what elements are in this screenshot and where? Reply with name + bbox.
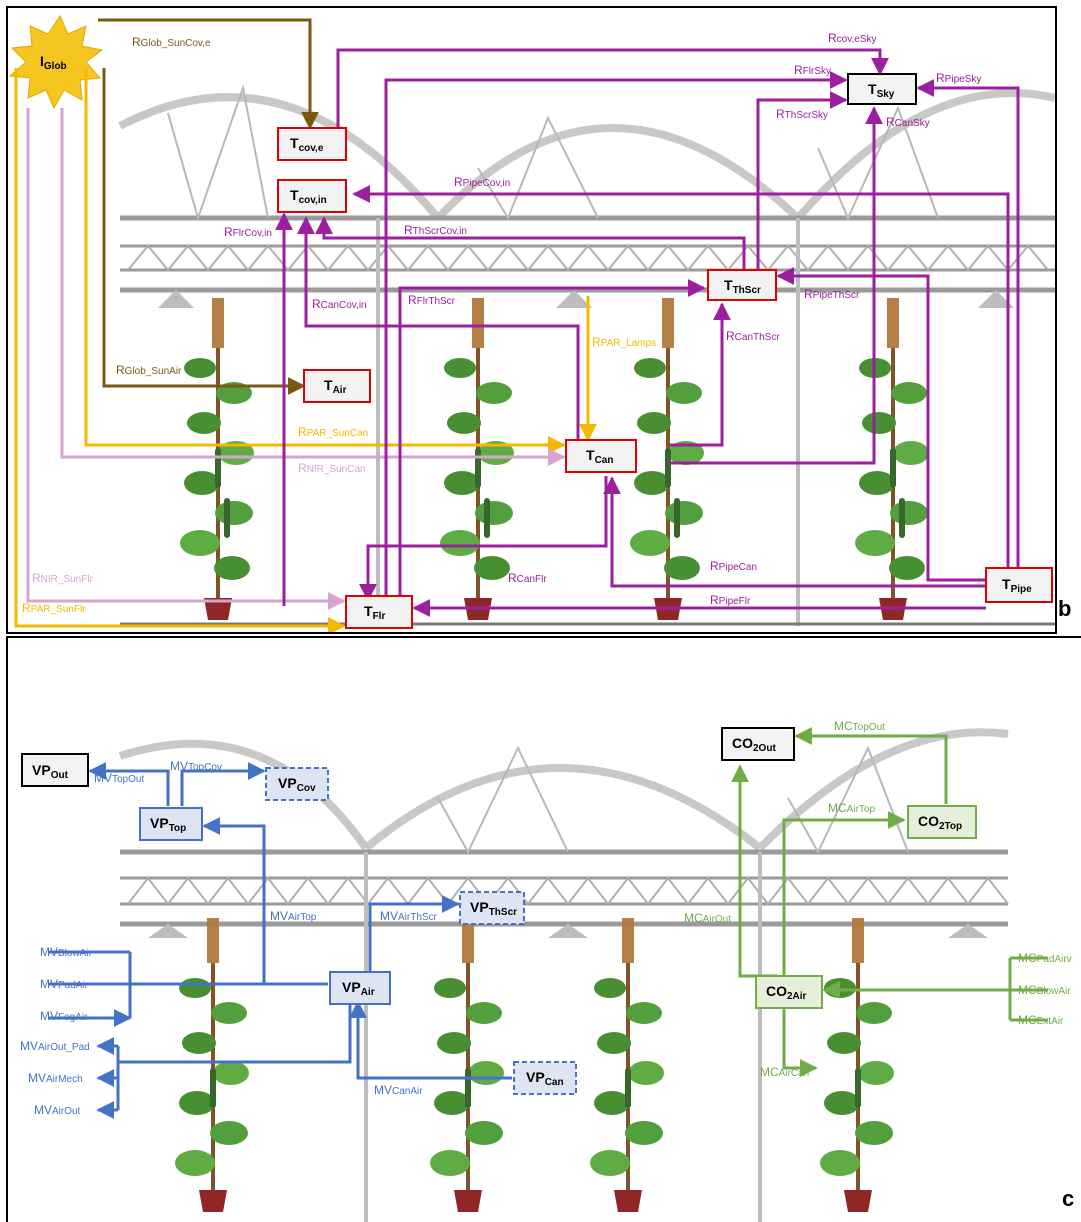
label-rcansky: RCanSky — [886, 115, 930, 129]
label-rcov-esky: Rcov,eSky — [828, 31, 877, 45]
label-rpar-lamps: RPAR_Lamps — [592, 335, 656, 349]
node-vpair: VPAir — [330, 972, 390, 1004]
label-rcancov-in: RCanCov,in — [312, 297, 367, 311]
label-rpipeflr: RPipeFlr — [710, 593, 751, 607]
label-mcairout: MCAirOut — [684, 911, 731, 925]
panel-c-mass-exchange: VPOut VPTop VPCov VPThScr VPAir VPCan CO… — [6, 636, 1081, 1222]
node-vpcov: VPCov — [266, 768, 328, 800]
label-rthscrcov-in: RThScrCov,in — [404, 223, 467, 237]
label-rnir-suncan: RNIR_SunCan — [298, 461, 366, 475]
label-rcanthscr: RCanThScr — [726, 329, 780, 343]
node-vpout: VPOut — [22, 754, 88, 786]
label-mctopout: MCTopOut — [834, 719, 885, 733]
label-rthscrsky: RThScrSky — [776, 107, 828, 121]
label-rpipethscr: RPipeThScr — [804, 287, 860, 301]
panel-c-labels: MVTopOut MVTopCov MVAirTop MVAirThScr MV… — [20, 719, 1072, 1117]
label-mvblowair: MVBlowAir — [40, 945, 93, 959]
label-rpipesky: RPipeSky — [936, 71, 981, 85]
label-mvairout-pad: MVAirOut_Pad — [20, 1039, 90, 1053]
green-arrows — [740, 736, 1048, 1068]
node-tcov-e: Tcov,e — [278, 128, 346, 160]
label-mvcanair: MVCanAir — [374, 1083, 423, 1097]
label-mcaircan: MCAirCan — [760, 1065, 809, 1079]
label-rnir-sunflr: RNIR_SunFlr — [32, 571, 94, 585]
label-rglob-suncov-e: RGlob_SunCov,e — [132, 35, 211, 49]
label-mcpadair: MCPadAirv — [1018, 951, 1072, 965]
label-mcairtop: MCAirTop — [828, 801, 875, 815]
node-vpcan: VPCan — [514, 1062, 576, 1094]
label-rglob-sunair: RGlob_SunAir — [116, 363, 182, 377]
label-mvfogair: MVFogAir — [40, 1009, 88, 1023]
node-co2top: CO2Top — [908, 806, 976, 838]
label-rcanflr: RCanFlr — [508, 571, 547, 585]
label-rpipecov-in: RPipeCov,in — [454, 175, 510, 189]
node-vpthscr: VPThScr — [460, 892, 524, 924]
label-mvtopout: MVTopOut — [94, 771, 144, 785]
label-rpar-suncan: RPAR_SunCan — [298, 425, 368, 439]
node-tcov-in: Tcov,in — [278, 180, 346, 212]
label-rflrcov-in: RFlrCov,in — [224, 225, 272, 239]
node-co2air: CO2Air — [756, 976, 822, 1008]
blue-arrows — [48, 771, 512, 1110]
panel-b-letter: b — [1058, 596, 1071, 622]
label-rpar-sunflr: RPAR_SunFlr — [22, 601, 86, 615]
node-tsky: TSky — [848, 74, 916, 104]
label-mvpadair: MVPadAir — [40, 977, 89, 991]
label-mvtopcov: MVTopCov — [170, 759, 222, 773]
panel-c-diagram: VPOut VPTop VPCov VPThScr VPAir VPCan CO… — [8, 638, 1081, 1222]
label-mcblowair: MCBlowAir — [1018, 983, 1071, 997]
label-rflrthscr: RFlrThScr — [408, 293, 456, 307]
node-tflr: TFlr — [346, 596, 412, 628]
node-tcan: TCan — [566, 440, 636, 472]
node-tpipe: TPipe — [986, 568, 1052, 602]
label-mvairout: MVAirOut — [34, 1103, 81, 1117]
panel-c-letter: c — [1062, 1186, 1074, 1212]
label-mvairtop: MVAirTop — [270, 909, 317, 923]
panel-b-labels: RGlob_SunCov,e Rcov,eSky RFlrSky RPipeSk… — [22, 31, 981, 615]
node-tthscr: TThScr — [708, 270, 776, 300]
label-rpipecan: RPipeCan — [710, 559, 757, 573]
label-rflrsky: RFlrSky — [794, 63, 831, 77]
panel-b-heat-exchange: IGlob Tcov,e Tcov,in TSky TThScr TAir TC… — [6, 6, 1057, 634]
panel-b-diagram: IGlob Tcov,e Tcov,in TSky TThScr TAir TC… — [8, 8, 1055, 632]
node-tair: TAir — [304, 370, 370, 402]
node-co2out: CO2Out — [722, 728, 794, 760]
node-vptop: VPTop — [140, 808, 202, 840]
label-mvairthscr: MVAirThScr — [380, 909, 438, 923]
label-mvairmech: MVAirMech — [28, 1071, 83, 1085]
label-mcextair: MCExtAir — [1018, 1013, 1064, 1027]
plants-row — [180, 298, 929, 620]
